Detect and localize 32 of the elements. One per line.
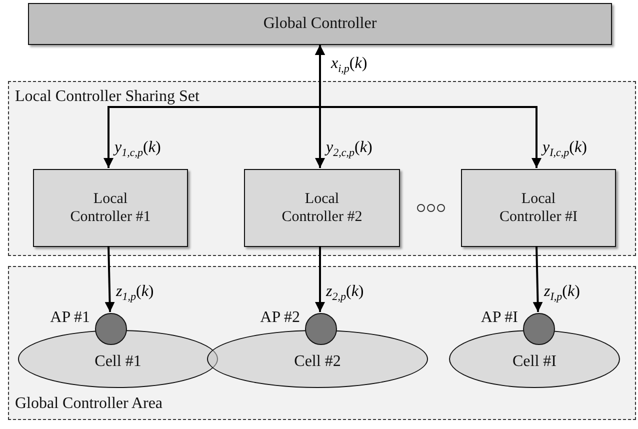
node-caption: AP #1 xyxy=(50,308,90,328)
edge-label: z$_{2,p}$(k) xyxy=(325,284,365,304)
edge-label: y$_{I,c,p}$(k) xyxy=(542,140,588,160)
node-label: Local Controller #1 xyxy=(69,190,152,226)
node-label: Global Controller xyxy=(262,14,378,34)
node-label: Cell #1 xyxy=(94,352,142,372)
node-caption: AP #I xyxy=(480,308,518,328)
arrow xyxy=(104,246,115,312)
edge-label: y$_{2,c,p}$(k) xyxy=(325,140,374,160)
controller-box xyxy=(28,3,612,45)
region-title: Global Controller Area xyxy=(15,394,163,413)
dashed-region xyxy=(8,266,636,420)
arrow xyxy=(315,45,542,168)
region-title: Local Controller Sharing Set xyxy=(15,87,200,106)
controller-box xyxy=(244,169,400,247)
edge-label: z$_{1,p}$(k) xyxy=(115,284,155,304)
arrow xyxy=(532,246,543,312)
node-label: Local Controller #I xyxy=(498,190,578,226)
signal-label: x$_{i,p}$(k) xyxy=(330,56,368,76)
access-point-circle xyxy=(305,313,337,345)
node-label: Local Controller #2 xyxy=(280,190,364,226)
edge-label: z$_{I,p}$(k) xyxy=(543,284,581,304)
dashed-region xyxy=(8,81,636,256)
node-label: Cell #2 xyxy=(294,352,341,372)
access-point-circle xyxy=(95,313,127,345)
node-label: Cell #I xyxy=(512,352,556,372)
access-point-circle xyxy=(523,313,555,345)
node-caption: AP #2 xyxy=(260,308,300,328)
controller-box xyxy=(33,169,188,247)
edge-label: y$_{1,c,p}$(k) xyxy=(114,140,162,160)
controller-box xyxy=(461,169,616,247)
arrow xyxy=(315,246,325,312)
